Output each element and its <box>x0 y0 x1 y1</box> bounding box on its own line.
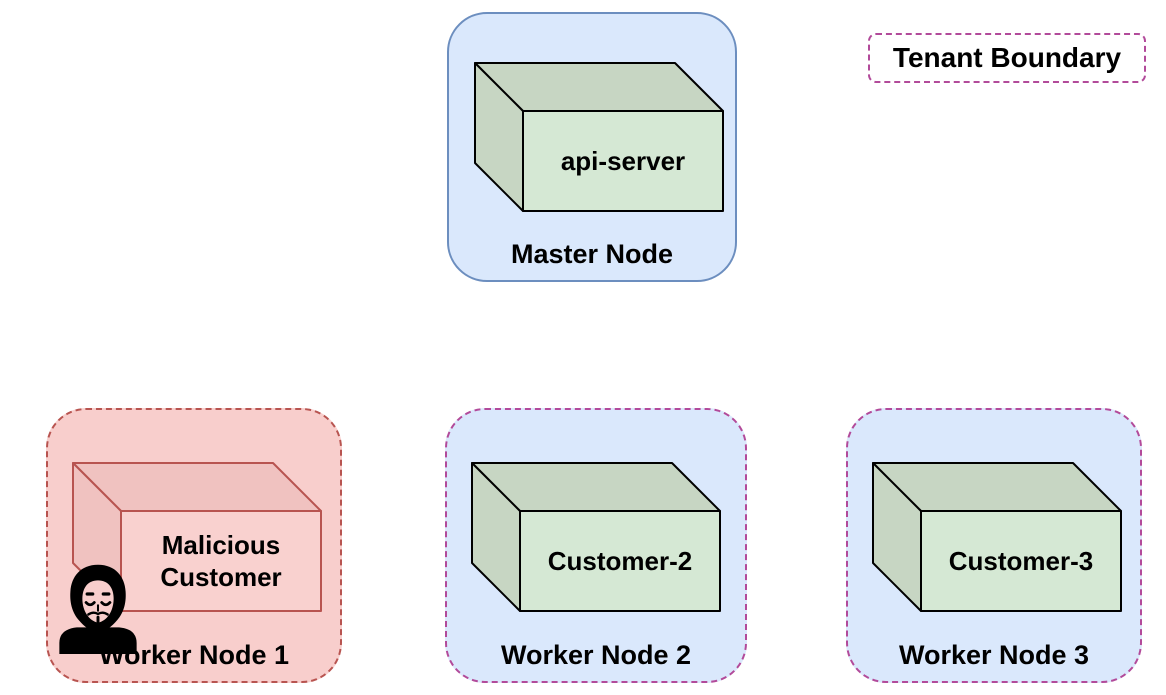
hacker-icon <box>52 562 144 654</box>
master-node-label: Master Node <box>510 239 674 270</box>
worker-node-1: Malicious Customer Worker Node 1 <box>46 408 342 683</box>
malicious-customer-cube-icon <box>72 462 322 612</box>
worker-node-1-label: Worker Node 1 <box>98 640 290 671</box>
customer-2-cube-icon <box>471 462 721 612</box>
worker-node-3-label: Worker Node 3 <box>898 640 1090 671</box>
worker-node-2: Customer-2 Worker Node 2 <box>445 408 747 683</box>
api-server-cube-icon <box>474 62 724 212</box>
malicious-customer-label: Malicious Customer <box>160 529 282 593</box>
customer-3-label: Customer-3 <box>948 545 1094 576</box>
customer-2-label: Customer-2 <box>547 545 693 576</box>
worker-node-2-label: Worker Node 2 <box>500 640 692 671</box>
customer-3-cube-icon <box>872 462 1122 612</box>
tenant-boundary-label: Tenant Boundary <box>892 42 1122 73</box>
api-server-label: api-server <box>560 145 686 176</box>
worker-node-3: Customer-3 Worker Node 3 <box>846 408 1142 683</box>
master-node: api-server Master Node <box>447 12 737 282</box>
tenant-boundary-legend: Tenant Boundary <box>868 33 1146 83</box>
